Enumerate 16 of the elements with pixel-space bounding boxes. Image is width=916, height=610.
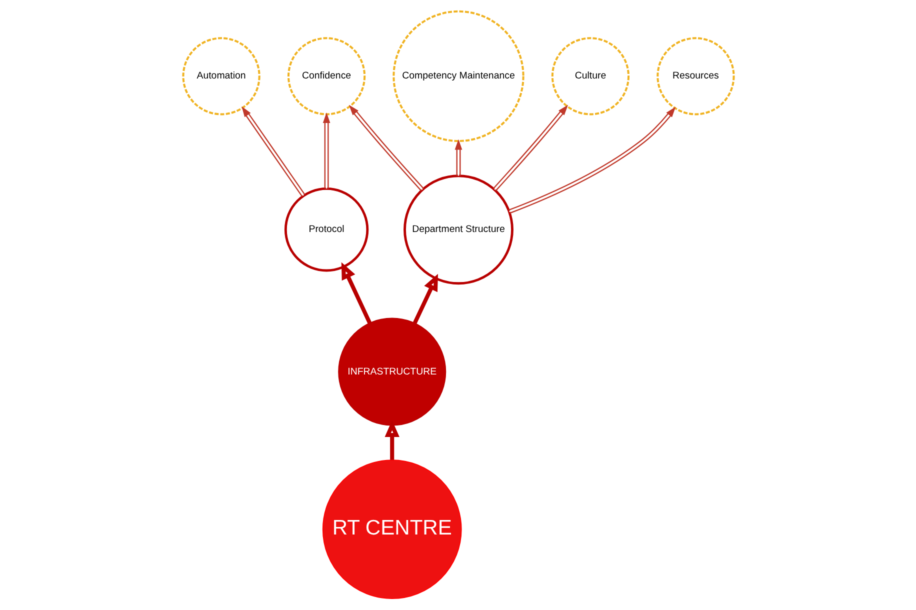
arrow xyxy=(384,420,399,460)
node-circle: RT CENTRE xyxy=(322,460,462,600)
arrow xyxy=(340,262,372,324)
node-circle: Protocol xyxy=(284,188,368,272)
arrow xyxy=(348,104,424,192)
node-circle: Department Structure xyxy=(403,174,513,285)
arrow xyxy=(508,106,676,214)
node-circle: Resources xyxy=(656,37,734,116)
arrow xyxy=(412,274,438,324)
arrow xyxy=(241,106,305,197)
arrow xyxy=(454,139,462,176)
node-circle: INFRASTRUCTURE xyxy=(338,318,446,426)
node-circle: Automation xyxy=(182,37,260,116)
node-circle: Competency Maintenance xyxy=(392,10,524,142)
arrow xyxy=(322,112,330,189)
arrow xyxy=(492,104,568,192)
